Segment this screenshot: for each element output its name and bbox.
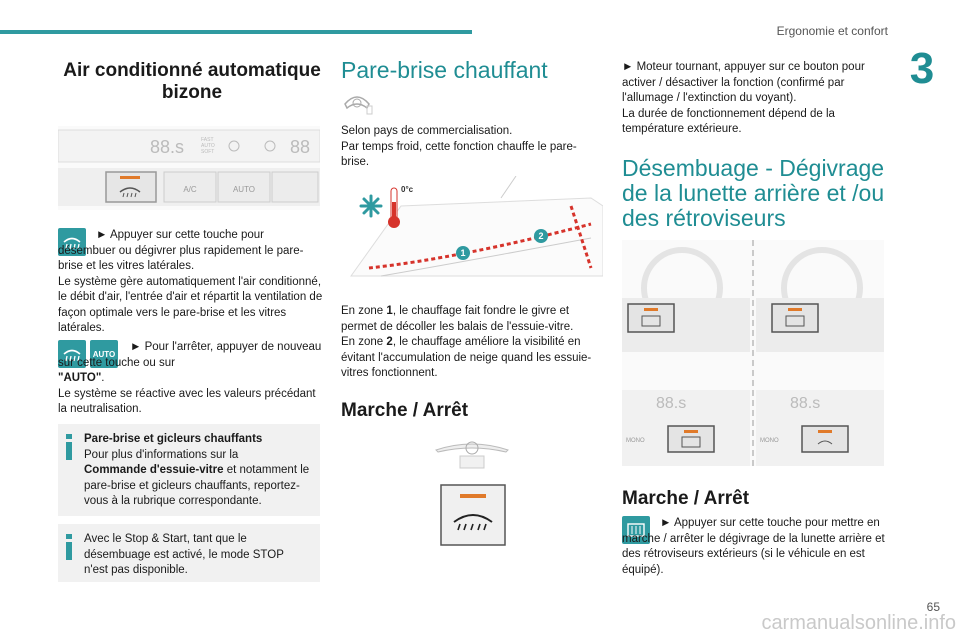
svg-text:88: 88 bbox=[290, 137, 310, 157]
info-box-heated-windscreen: Pare-brise et gicleurs chauffants Pour p… bbox=[58, 424, 320, 516]
mono-label-right: MONO bbox=[760, 438, 779, 444]
header-accent-bar bbox=[0, 30, 472, 34]
heated-windscreen-intro: Selon pays de commercialisation. Par tem… bbox=[341, 125, 577, 168]
panel-display-left: 88.s bbox=[150, 137, 184, 157]
zone-1-marker: 1 bbox=[460, 248, 465, 258]
section-heading-rear-defrost: Désembuage - Dégivrage de la lunette arr… bbox=[622, 155, 885, 231]
ac-instruction-1: ► Appuyer sur cette touche pour désembue… bbox=[58, 229, 323, 334]
display-left: 88.s bbox=[656, 395, 686, 412]
heading-on-off-windscreen: Marche / Arrêt bbox=[341, 400, 469, 421]
section-heading-heated-windscreen: Pare-brise chauffant bbox=[341, 57, 548, 83]
ac-instruction-2: ► Pour l'arrêter, appuyer de nouveau sur… bbox=[58, 341, 322, 415]
section-title: Ergonomie et confort bbox=[776, 24, 888, 38]
heated-windscreen-zones: En zone 1, le chauffage fait fondre le g… bbox=[341, 305, 592, 379]
climate-panel-illustration: 88.s FAST AUTO SOFT 88 A/C AUTO bbox=[58, 126, 320, 210]
rear-defrost-illustration: 88.s 88.s MONO MONO bbox=[622, 240, 884, 466]
ac-button-label: A/C bbox=[183, 185, 197, 194]
auto-button-label: AUTO bbox=[233, 185, 255, 194]
windscreen-heater-icon bbox=[344, 96, 373, 115]
zone-2-marker: 2 bbox=[538, 231, 543, 241]
rear-defrost-instruction: ► Appuyer sur cette touche pour mettre e… bbox=[622, 517, 885, 576]
display-right: 88.s bbox=[790, 395, 820, 412]
temperature-label: 0°c bbox=[401, 185, 414, 194]
page-number: 65 bbox=[926, 600, 940, 614]
windscreen-heater-button bbox=[440, 484, 506, 546]
defrost-icon bbox=[58, 340, 86, 368]
svg-text:SOFT: SOFT bbox=[201, 149, 214, 155]
defrost-icon bbox=[58, 228, 86, 256]
heading-on-off-rear: Marche / Arrêt bbox=[622, 488, 750, 509]
chapter-number: 3 bbox=[909, 44, 935, 93]
windscreen-heater-switch-icon bbox=[435, 441, 509, 469]
mono-label-left: MONO bbox=[626, 438, 645, 444]
windscreen-switch-instruction: ► Moteur tournant, appuyer sur ce bouton… bbox=[622, 61, 865, 135]
section-heading-ac: Air conditionné automatique bizone bbox=[63, 60, 321, 103]
thermometer-icon bbox=[388, 187, 400, 228]
snowflake-icon bbox=[359, 194, 383, 218]
svg-text:FAST: FAST bbox=[201, 137, 214, 143]
auto-icon: AUTO bbox=[90, 340, 118, 368]
watermark: carmanualsonline.info bbox=[761, 612, 956, 634]
rear-defrost-icon bbox=[622, 516, 650, 544]
heated-windscreen-illustration: 0°c 1 2 bbox=[350, 176, 603, 277]
svg-text:AUTO: AUTO bbox=[201, 143, 215, 149]
info-box-stop-start: Avec le Stop & Start, tant que le désemb… bbox=[58, 524, 320, 582]
